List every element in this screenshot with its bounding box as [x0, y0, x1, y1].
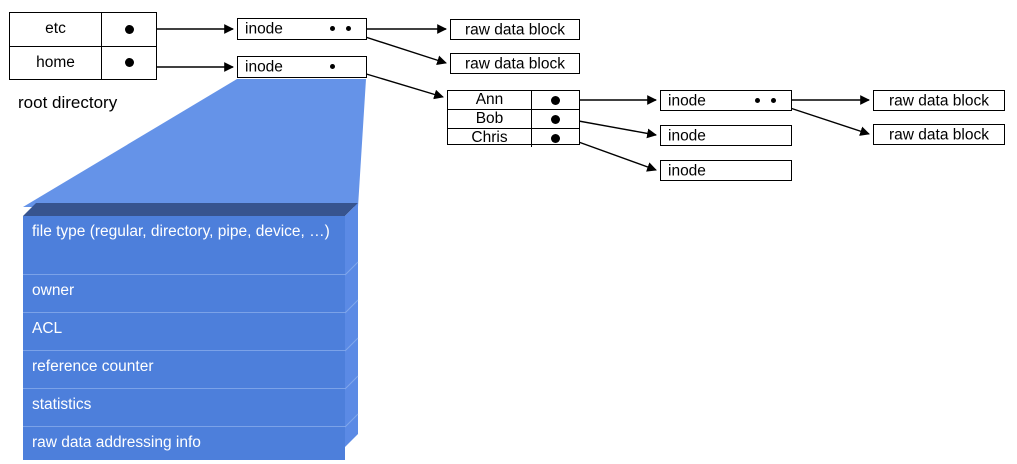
home-directory-table: Ann Bob Chris	[447, 90, 580, 147]
home-entry-name-chris: Chris	[448, 129, 532, 147]
inode-field-owner: owner	[23, 275, 345, 313]
inode-field-label: ACL	[32, 320, 63, 337]
inode-field-raw-data-addressing: raw data addressing info	[23, 427, 345, 460]
inode-field-file-type: file type (regular, directory, pipe, dev…	[23, 216, 345, 275]
inode-field-label: statistics	[32, 396, 92, 413]
inode-field-acl: ACL	[23, 313, 345, 351]
inode-pointer-dot-icon	[330, 64, 335, 69]
home-entry-name-ann: Ann	[448, 91, 532, 109]
raw-data-block-ann-2[interactable]: raw data block	[873, 124, 1005, 145]
inode-box-home[interactable]: inode	[237, 56, 367, 78]
inode-field-label: reference counter	[32, 358, 154, 375]
inode-label: inode	[668, 161, 706, 179]
inode-pointer-dot-icon	[330, 26, 335, 31]
table-row[interactable]: home	[10, 46, 156, 80]
home-entry-pointer-ann[interactable]	[532, 91, 579, 109]
inode-field-label: file type (regular, directory, pipe, dev…	[32, 223, 330, 240]
pointer-dot-icon	[124, 24, 134, 34]
root-entry-pointer-home[interactable]	[102, 47, 156, 80]
root-entry-name-etc: etc	[10, 13, 102, 46]
inode-box-top-face	[23, 203, 358, 216]
inode-pointer-dot-icon	[346, 26, 351, 31]
edge-homeinode-to-homedir	[352, 69, 444, 100]
raw-data-block-ann-1[interactable]: raw data block	[873, 90, 1005, 111]
root-entry-pointer-etc[interactable]	[102, 13, 156, 46]
inode-box-bob[interactable]: inode	[660, 125, 792, 146]
raw-data-block-label: raw data block	[465, 54, 565, 72]
table-row[interactable]: Bob	[448, 110, 579, 129]
inode-pointer-dot-icon	[771, 98, 776, 103]
inode-label: inode	[245, 20, 283, 38]
home-entry-pointer-chris[interactable]	[532, 129, 579, 147]
inode-box-ann[interactable]: inode	[660, 90, 792, 111]
pointer-dot-icon	[551, 95, 560, 105]
inode-label: inode	[668, 126, 706, 144]
inode-label: inode	[668, 91, 706, 109]
inode-box-etc[interactable]: inode	[237, 18, 367, 40]
root-entry-name-home: home	[10, 46, 102, 79]
inode-field-statistics: statistics	[23, 389, 345, 427]
inode-field-label: raw data addressing info	[32, 434, 201, 451]
pointer-dot-icon	[551, 133, 560, 143]
inode-field-reference-counter: reference counter	[23, 351, 345, 389]
table-row[interactable]: etc	[10, 13, 156, 47]
raw-data-block-etc-2[interactable]: raw data block	[450, 53, 580, 74]
raw-data-block-label: raw data block	[889, 125, 989, 143]
pointer-dot-icon	[124, 58, 134, 68]
raw-data-block-label: raw data block	[889, 91, 989, 109]
raw-data-block-label: raw data block	[465, 20, 565, 38]
home-entry-name-bob: Bob	[448, 110, 532, 128]
inode-label: inode	[245, 58, 283, 76]
home-entry-pointer-bob[interactable]	[532, 110, 579, 128]
table-row[interactable]: Chris	[448, 129, 579, 147]
root-directory-table: etc home	[9, 12, 157, 80]
zoom-wedge	[23, 79, 366, 207]
inode-field-label: owner	[32, 282, 75, 299]
inode-box-chris[interactable]: inode	[660, 160, 792, 181]
root-directory-caption: root directory	[18, 93, 118, 112]
inode-pointer-dot-icon	[755, 98, 760, 103]
table-row[interactable]: Ann	[448, 91, 579, 110]
raw-data-block-etc-1[interactable]: raw data block	[450, 19, 580, 40]
pointer-dot-icon	[551, 114, 560, 124]
